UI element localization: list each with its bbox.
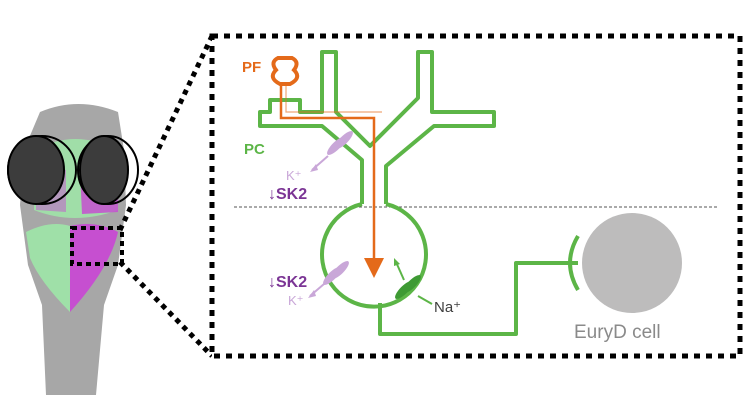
sk2-channel-soma-icon bbox=[308, 261, 349, 298]
label-pf: PF bbox=[242, 59, 261, 76]
pf-bouton-icon bbox=[270, 56, 300, 86]
pc-terminal bbox=[568, 234, 580, 292]
zoom-guide-top bbox=[117, 34, 215, 232]
pc-soma bbox=[320, 202, 428, 309]
label-pc: PC bbox=[244, 141, 265, 158]
right-eye-pupil-icon bbox=[79, 135, 129, 205]
euryd-cell bbox=[582, 213, 682, 313]
label-k-dendrite: K⁺ bbox=[286, 168, 302, 183]
parallel-fiber bbox=[270, 56, 384, 278]
brain-illustration bbox=[7, 34, 215, 395]
label-na: Na⁺ bbox=[434, 299, 461, 316]
pc-dendrite-outline bbox=[258, 50, 496, 204]
label-k-soma: K⁺ bbox=[288, 293, 304, 308]
zoom-guide-bottom bbox=[118, 260, 214, 358]
na-channel-icon bbox=[394, 258, 433, 305]
zoom-source-box bbox=[70, 226, 124, 266]
label-euryd: EuryD cell bbox=[574, 322, 661, 343]
purkinje-cell bbox=[258, 50, 580, 336]
pf-axon-red bbox=[285, 84, 382, 113]
left-eye-pupil-icon bbox=[7, 135, 65, 205]
label-sk2-dendrite: ↓SK2 bbox=[268, 186, 307, 203]
cerebellum-left bbox=[26, 224, 70, 312]
label-sk2-soma: ↓SK2 bbox=[268, 274, 307, 291]
pf-signal-path bbox=[279, 84, 384, 278]
cerebellum-right bbox=[70, 224, 118, 312]
pc-axon bbox=[378, 261, 578, 336]
sk2-channel-dendrite-icon bbox=[310, 131, 353, 172]
